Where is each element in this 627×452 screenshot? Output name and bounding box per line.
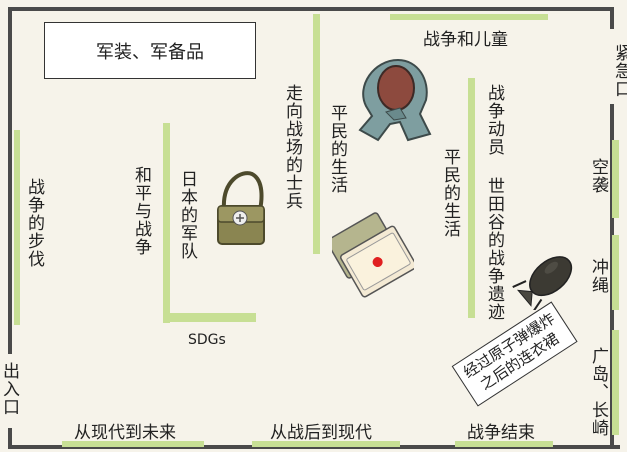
zone-mobilization[interactable]: 战争动员 世田谷的战争遗迹 <box>484 84 504 321</box>
bag-icon <box>217 171 265 245</box>
wall-right-upper <box>610 7 614 29</box>
green-right-wall-2 <box>612 235 619 310</box>
green-bottom-2 <box>252 441 400 447</box>
zone-okinawa[interactable]: 冲绳 <box>588 258 608 294</box>
wall-left-lower <box>8 428 12 448</box>
zone-postwar-to-present[interactable]: 从战后到现代 <box>270 423 372 443</box>
green-left-wall <box>14 130 20 325</box>
box-icon <box>332 212 414 298</box>
green-bottom-1 <box>62 441 204 447</box>
zone-civilian-life-1[interactable]: 平民的生活 <box>327 104 347 194</box>
zone-military-gear[interactable]: 军装、军备品 <box>44 22 256 79</box>
wall-bottom <box>8 445 620 449</box>
zone-japanese-army[interactable]: 日本的军队 <box>177 170 197 260</box>
zone-end-of-war[interactable]: 战争结束 <box>467 423 535 443</box>
green-top-bar <box>390 14 548 20</box>
zone-steps-of-war[interactable]: 战争的步伐 <box>24 178 44 268</box>
wall-left-upper <box>8 7 12 354</box>
green-bottom-3 <box>455 441 553 447</box>
zone-air-raid[interactable]: 空袭 <box>588 158 608 194</box>
green-civilian-wall <box>468 78 475 318</box>
hood-icon <box>358 58 432 142</box>
wall-top <box>8 7 611 11</box>
green-right-wall-3 <box>612 330 619 435</box>
zone-peace-war[interactable]: 和平与战争 <box>131 166 151 256</box>
bomb-icon <box>512 256 573 310</box>
zone-civilian-life-2[interactable]: 平民的生活 <box>440 148 460 238</box>
zone-children-war[interactable]: 战争和儿童 <box>423 30 508 50</box>
zone-soldiers-battlefield[interactable]: 走向战场的士兵 <box>282 84 302 210</box>
zone-present-to-future[interactable]: 从现代到未来 <box>74 423 176 443</box>
zone-hiroshima-nagasaki[interactable]: 广岛、长崎 <box>588 347 608 437</box>
green-japan-army-horizontal <box>163 313 256 322</box>
zone-entrance[interactable]: 出入口 <box>0 362 19 416</box>
zone-emergency-exit[interactable]: 紧急口 <box>611 44 627 98</box>
green-right-wall-1 <box>612 140 619 218</box>
zone-sdgs[interactable]: SDGs <box>188 332 226 348</box>
green-center-wall <box>313 14 320 254</box>
green-japan-army-vertical <box>163 123 170 323</box>
